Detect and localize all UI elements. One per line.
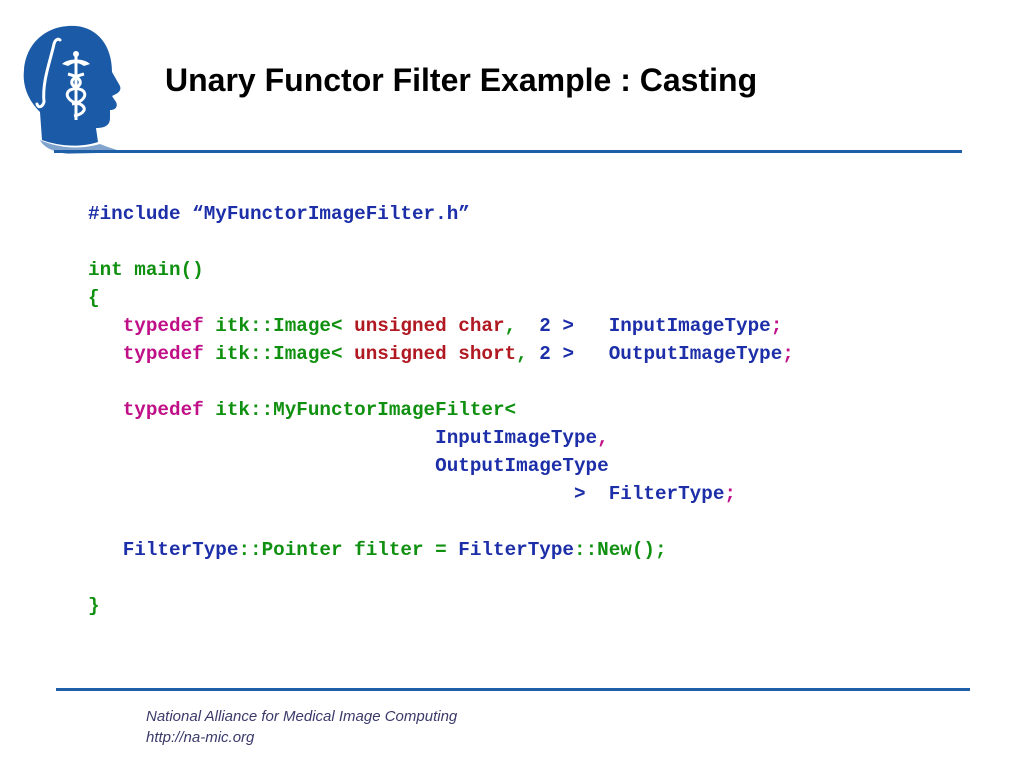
code-token: InputImageType	[608, 315, 771, 337]
code-token: ::Pointer filter =	[238, 539, 459, 561]
code-token: unsigned short	[354, 343, 517, 365]
code-block: #include “MyFunctorImageFilter.h” int mai…	[88, 200, 794, 620]
code-line	[88, 368, 794, 396]
code-token	[574, 343, 609, 365]
code-token	[88, 427, 435, 449]
code-token: typedef	[122, 315, 204, 337]
code-token	[88, 315, 123, 337]
code-token: FilterType	[458, 539, 574, 561]
code-token	[88, 483, 574, 505]
code-token	[88, 455, 435, 477]
code-token	[88, 399, 123, 421]
code-token: typedef	[122, 399, 204, 421]
code-token: }	[88, 595, 100, 617]
code-token: unsigned char	[354, 315, 505, 337]
footer-divider	[56, 688, 970, 691]
code-line: FilterType::Pointer filter = FilterType:…	[88, 536, 794, 564]
code-line	[88, 508, 794, 536]
code-token	[88, 343, 123, 365]
code-token: FilterType	[122, 539, 239, 561]
code-token: OutputImageType	[435, 455, 609, 477]
code-token: ;	[770, 315, 783, 337]
slide-title: Unary Functor Filter Example : Casting	[165, 62, 758, 98]
code-line: {	[88, 284, 794, 312]
code-token: ,	[516, 343, 540, 365]
code-line: InputImageType,	[88, 424, 794, 452]
code-token: ;	[782, 343, 794, 365]
footer-organization: National Alliance for Medical Image Comp…	[146, 708, 458, 725]
code-token: itk::Image<	[203, 315, 355, 337]
code-token: itk::Image<	[203, 343, 355, 365]
code-token: >	[573, 483, 609, 505]
code-token: ::New();	[574, 539, 667, 561]
code-token: OutputImageType	[608, 343, 783, 365]
code-token: int main()	[88, 259, 204, 281]
code-token: typedef	[122, 343, 204, 365]
code-line: > FilterType;	[88, 480, 794, 508]
footer-url: http://na-mic.org	[146, 729, 255, 746]
code-token: ,	[597, 427, 609, 449]
code-line: typedef itk::MyFunctorImageFilter<	[88, 396, 794, 424]
code-line: typedef itk::Image< unsigned char, 2 > I…	[88, 312, 794, 340]
code-token	[88, 539, 123, 561]
code-token: {	[88, 287, 100, 309]
code-token: #include “MyFunctorImageFilter.h”	[88, 203, 470, 225]
title-divider	[54, 150, 962, 153]
code-line	[88, 228, 794, 256]
namic-head-logo	[23, 25, 128, 154]
code-line: OutputImageType	[88, 452, 794, 480]
code-line: int main()	[88, 256, 794, 284]
code-line: #include “MyFunctorImageFilter.h”	[88, 200, 794, 228]
code-line	[88, 564, 794, 592]
footer: National Alliance for Medical Image Comp…	[146, 706, 457, 748]
code-line: typedef itk::Image< unsigned short, 2 > …	[88, 340, 794, 368]
code-token: ,	[504, 315, 540, 337]
code-token: InputImageType	[435, 427, 598, 449]
code-token	[574, 315, 609, 337]
code-token: 2 >	[539, 343, 575, 365]
code-token: 2 >	[539, 315, 574, 337]
code-token: ;	[724, 483, 736, 505]
code-token: FilterType	[608, 483, 725, 505]
code-token: itk::MyFunctorImageFilter<	[203, 399, 517, 421]
code-line: }	[88, 592, 794, 620]
